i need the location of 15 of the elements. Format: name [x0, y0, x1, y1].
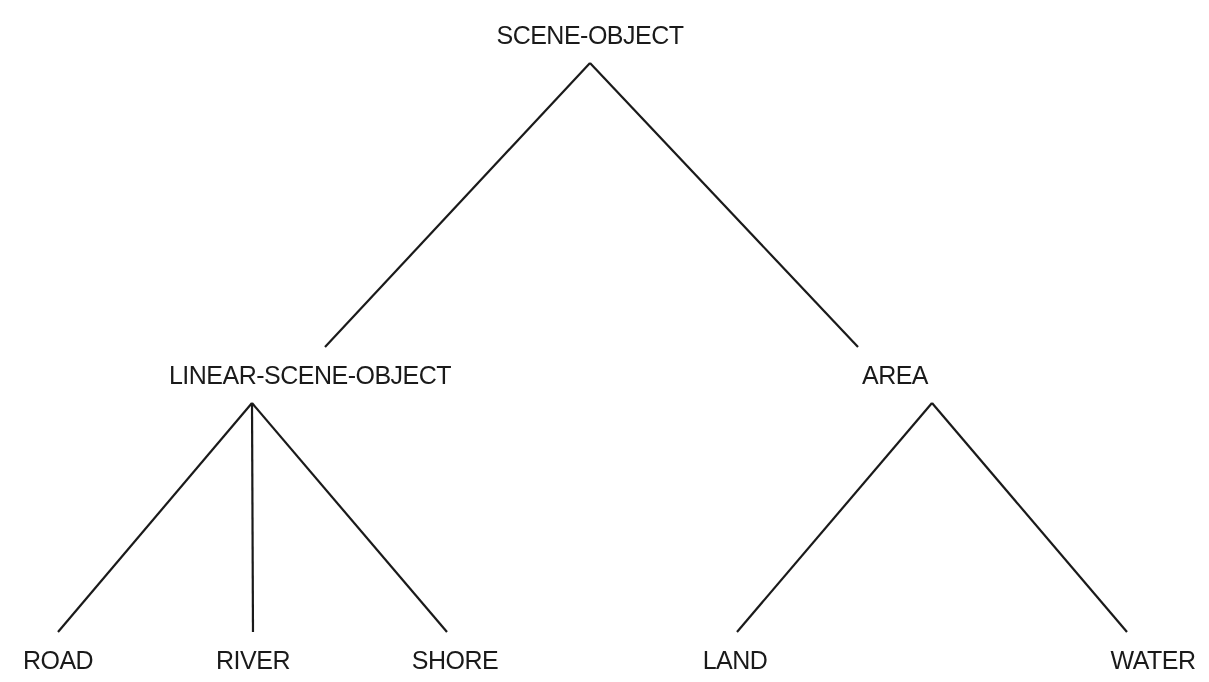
class-label: ROAD: [18, 632, 98, 682]
connector-line: [324, 62, 591, 348]
connector-line: [251, 402, 448, 633]
class-label: SCENE-OBJECT: [492, 7, 688, 63]
connector-line: [57, 402, 253, 633]
class-label: WATER: [1106, 632, 1200, 682]
class-label: AREA: [857, 347, 933, 403]
class-label: SHORE: [407, 632, 503, 682]
class-label: LAND: [698, 632, 772, 682]
connector-line: [250, 403, 255, 632]
class-label: RIVER: [212, 632, 294, 682]
connector-line: [589, 62, 859, 348]
connector-line: [931, 402, 1128, 633]
class-label: LINEAR-SCENE-OBJECT: [164, 347, 456, 403]
connector-line: [736, 402, 933, 633]
